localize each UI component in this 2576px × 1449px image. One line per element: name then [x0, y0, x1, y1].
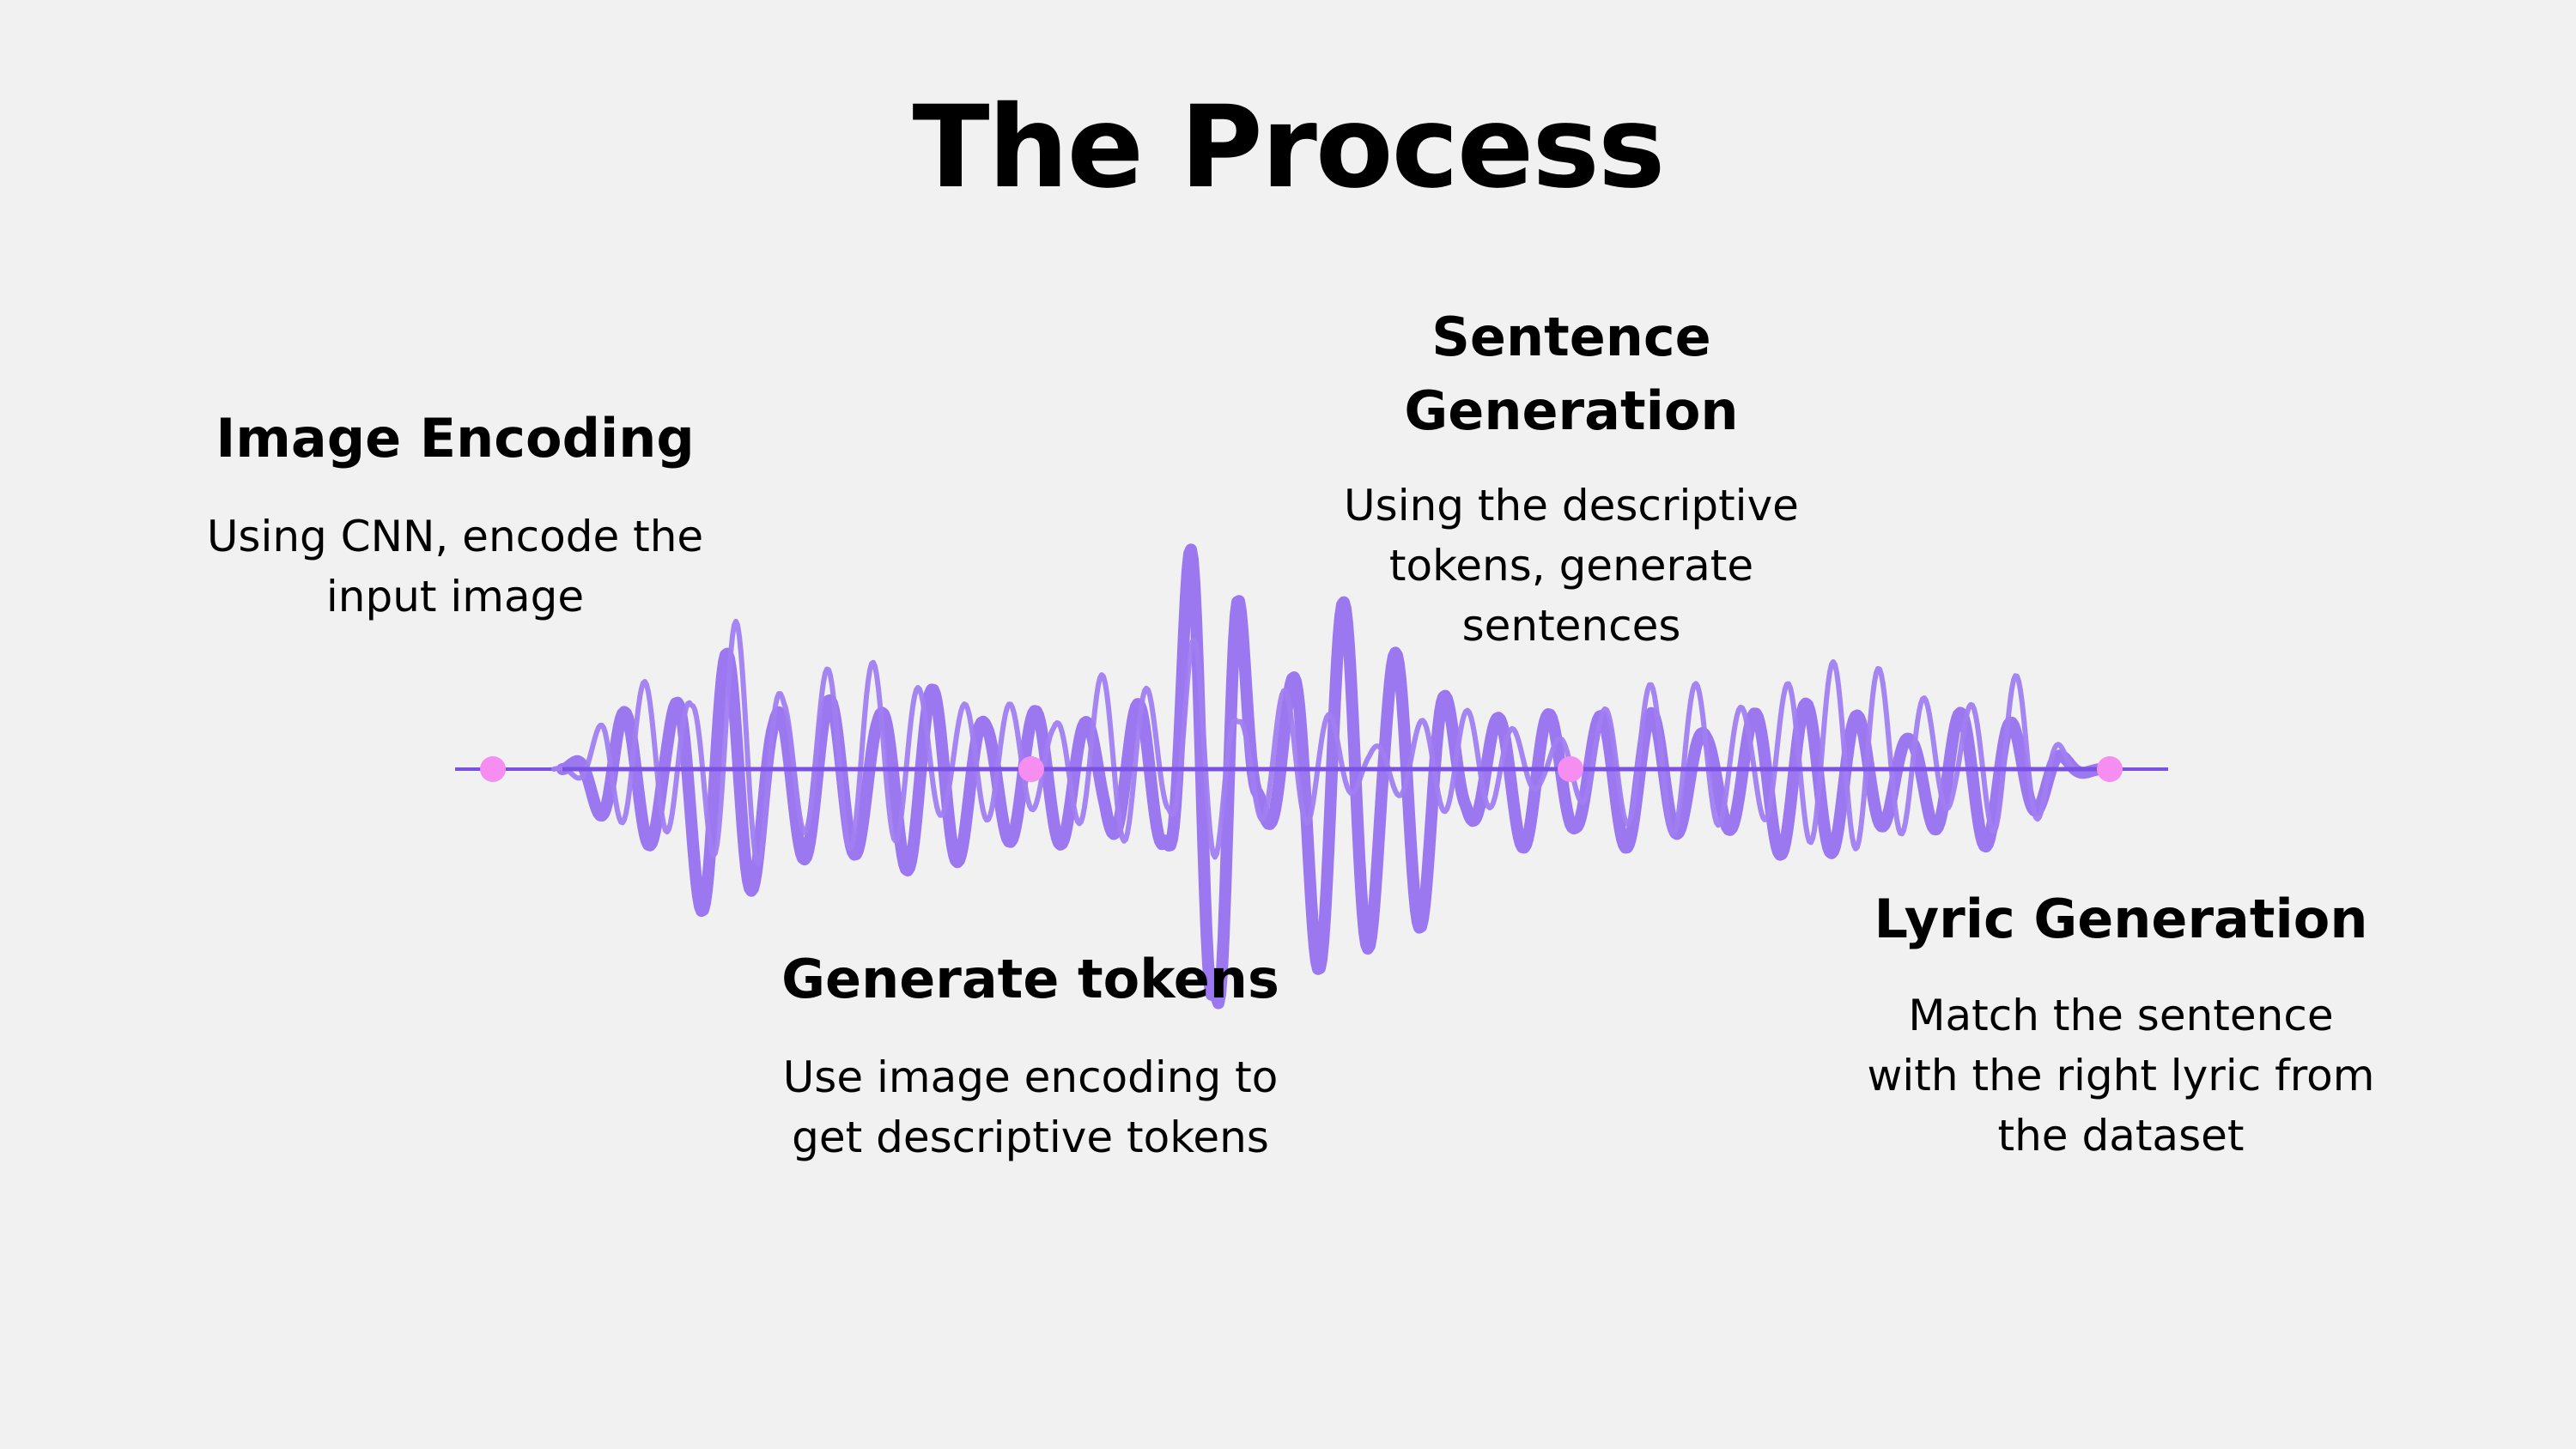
- step-title: Generate tokens: [781, 948, 1279, 1010]
- step-marker-3: [1558, 756, 1583, 782]
- page-title: The Process: [912, 82, 1666, 214]
- step-title: Sentence Generation: [1404, 306, 1739, 442]
- step-image-encoding: Image Encoding Using CNN, encode the inp…: [197, 402, 713, 627]
- step-marker-2: [1018, 756, 1044, 782]
- step-title: Image Encoding: [216, 407, 695, 470]
- step-description: Using the descriptive tokens, generate s…: [1344, 481, 1799, 651]
- step-lyric-generation: Lyric Generation Match the sentence with…: [1863, 882, 2379, 1166]
- step-description: Using CNN, encode the input image: [206, 512, 704, 621]
- step-title: Lyric Generation: [1874, 888, 2368, 950]
- step-generate-tokens: Generate tokens Use image encoding to ge…: [773, 943, 1288, 1167]
- step-marker-4: [2097, 756, 2123, 782]
- step-description: Use image encoding to get descriptive to…: [782, 1052, 1279, 1162]
- step-description: Match the sentence with the right lyric …: [1867, 991, 2375, 1161]
- step-marker-1: [480, 756, 506, 782]
- waveform-secondary: [551, 618, 2080, 866]
- step-sentence-generation: Sentence Generation Using the descriptiv…: [1314, 300, 1829, 656]
